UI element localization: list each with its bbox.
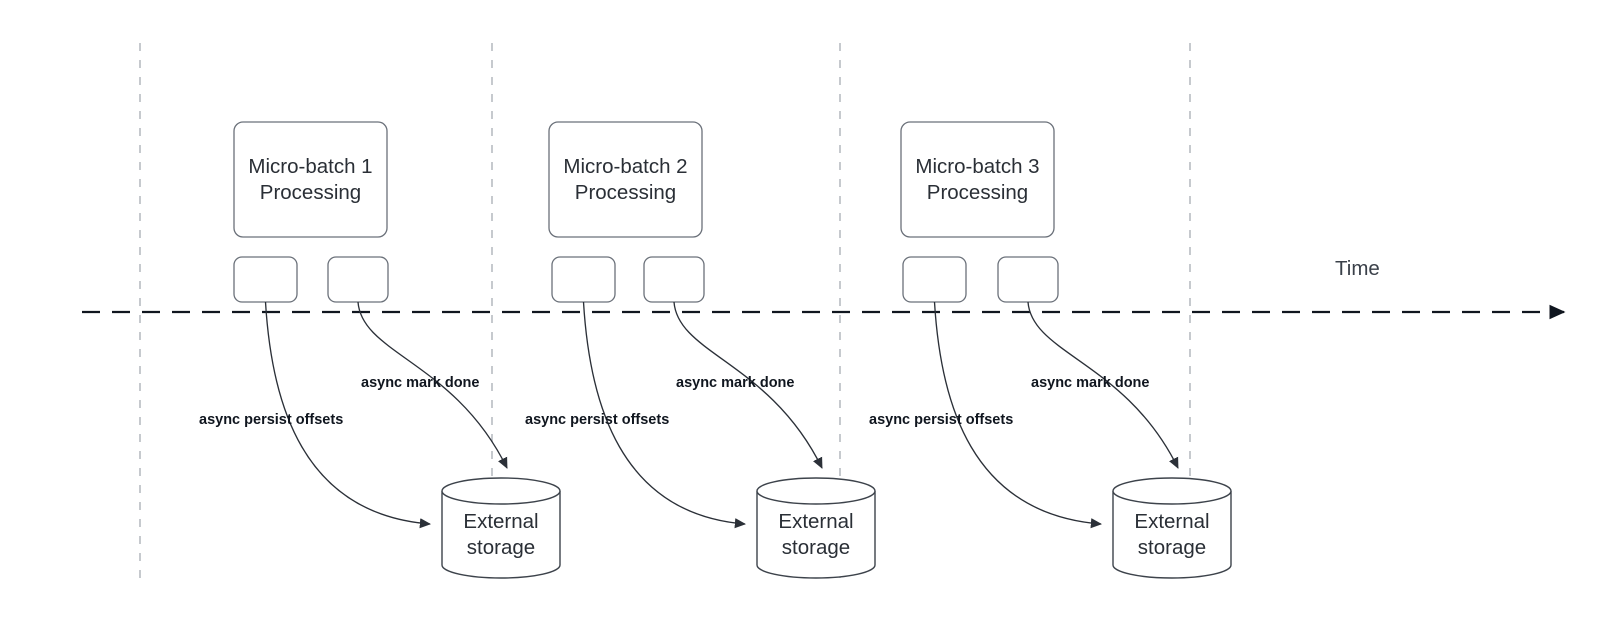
cylinder-top-ellipse <box>1112 477 1232 505</box>
async-mark-done-arrow <box>357 301 508 469</box>
microbatch-processing-box[interactable] <box>548 121 703 238</box>
async-mark-done-arrow <box>1027 301 1179 469</box>
task-box-mark-done-task[interactable] <box>327 256 389 303</box>
task-box-persist-task[interactable] <box>551 256 616 303</box>
cylinder-body <box>441 491 561 579</box>
storage-label-line2: storage <box>467 536 535 559</box>
cylinder-body <box>1112 491 1232 579</box>
microbatch-processing-label-line1: Micro-batch 2 <box>563 155 687 178</box>
microbatch-processing-box[interactable] <box>900 121 1055 238</box>
microbatch-processing-label-line2: Processing <box>575 181 676 204</box>
external-storage-cylinder[interactable]: External storage <box>441 477 561 579</box>
storage-label-line2: storage <box>1138 536 1206 559</box>
external-storage-cylinder[interactable]: External storage <box>1112 477 1232 579</box>
async-persist-offsets-arrow <box>264 301 432 529</box>
async-mark-done-arrow <box>673 301 823 469</box>
edge-label-mark-done: async mark done <box>676 375 794 391</box>
time-axis-label: Time <box>1335 257 1380 280</box>
cylinder-body <box>756 491 876 579</box>
storage-label-line2: storage <box>782 536 850 559</box>
task-box-mark-done-task[interactable] <box>997 256 1059 303</box>
microbatch-processing-label-line1: Micro-batch 1 <box>248 155 372 178</box>
task-box-mark-done-task[interactable] <box>643 256 705 303</box>
edge-label-persist-offsets: async persist offsets <box>525 412 669 428</box>
async-persist-offsets-arrow <box>933 301 1103 529</box>
cylinder-top-ellipse <box>441 477 561 505</box>
async-persist-offsets-arrow <box>582 301 747 529</box>
edge-label-mark-done: async mark done <box>1031 375 1149 391</box>
storage-label-line1: External <box>463 510 538 533</box>
external-storage-cylinder[interactable]: External storage <box>756 477 876 579</box>
cylinder-top-ellipse <box>756 477 876 505</box>
edge-label-mark-done: async mark done <box>361 375 479 391</box>
microbatch-processing-label-line2: Processing <box>260 181 361 204</box>
task-box-persist-task[interactable] <box>233 256 298 303</box>
edge-label-persist-offsets: async persist offsets <box>869 412 1013 428</box>
microbatch-processing-box[interactable] <box>233 121 388 238</box>
microbatch-processing-label-line2: Processing <box>927 181 1028 204</box>
task-box-persist-task[interactable] <box>902 256 967 303</box>
storage-label-line1: External <box>1134 510 1209 533</box>
microbatch-processing-label-line1: Micro-batch 3 <box>915 155 1039 178</box>
storage-label-line1: External <box>778 510 853 533</box>
edge-label-persist-offsets: async persist offsets <box>199 412 343 428</box>
